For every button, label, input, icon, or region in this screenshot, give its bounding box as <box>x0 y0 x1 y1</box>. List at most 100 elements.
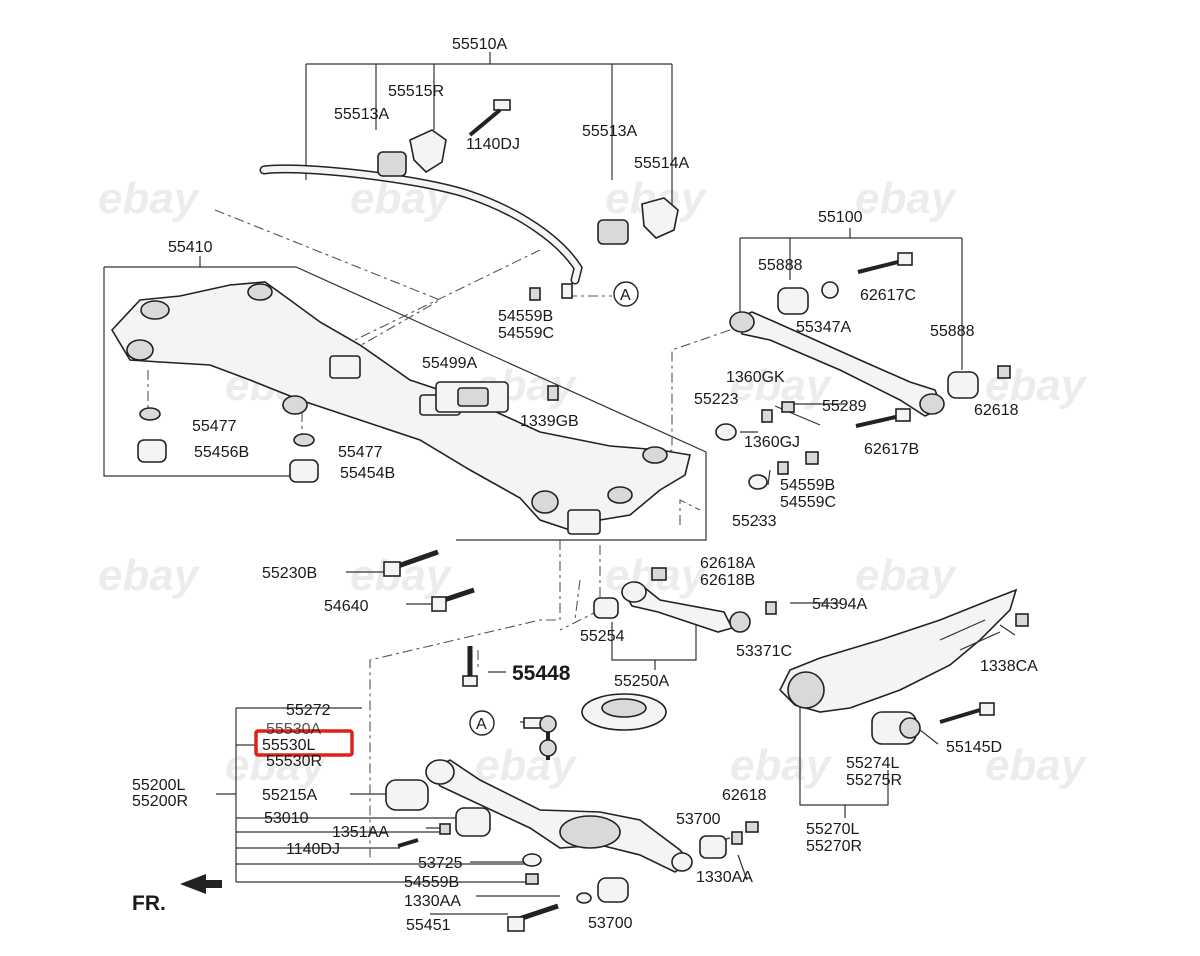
label-55510A: 55510A <box>452 36 507 53</box>
upper-arm-55100[interactable] <box>729 311 945 417</box>
bolt-55448[interactable] <box>462 646 478 687</box>
label-55454B: 55454B <box>340 465 395 482</box>
reference-marker-a-top: A <box>613 281 639 307</box>
label-54559B-mid: 54559B <box>780 477 835 494</box>
small-hardware-mid[interactable] <box>651 401 819 581</box>
label-1330AA-bottom: 1330AA <box>404 893 461 910</box>
label-55289: 55289 <box>822 398 867 415</box>
spring-pad-55272[interactable] <box>581 693 667 731</box>
label-55515R: 55515R <box>388 83 444 100</box>
label-53700-a: 53700 <box>676 811 721 828</box>
label-53010: 53010 <box>264 810 309 827</box>
watermark: ebay <box>98 174 201 223</box>
stabilizer-link-nut[interactable] <box>529 283 573 301</box>
label-55888-right: 55888 <box>930 323 975 340</box>
watermark: ebay <box>350 551 453 600</box>
bolt-54640[interactable] <box>431 587 475 612</box>
highlight-box <box>254 729 354 757</box>
stabilizer-bar[interactable] <box>259 164 583 285</box>
watermark: ebay <box>98 551 201 600</box>
label-55514A: 55514A <box>634 155 689 172</box>
label-55270L: 55270L <box>806 821 859 838</box>
label-55250A: 55250A <box>614 673 669 690</box>
label-55456B: 55456B <box>194 444 249 461</box>
bushings-55888[interactable] <box>777 281 979 399</box>
label-62617C: 62617C <box>860 287 916 304</box>
label-55254: 55254 <box>580 628 625 645</box>
label-1140DJ-bottom: 1140DJ <box>286 841 340 858</box>
label-55347A: 55347A <box>796 319 851 336</box>
watermark: ebay <box>855 551 958 600</box>
label-1360GK: 1360GK <box>726 369 785 386</box>
label-55223: 55223 <box>694 391 739 408</box>
label-55230B: 55230B <box>262 565 317 582</box>
label-55100: 55100 <box>818 209 863 226</box>
stabilizer-link-55530[interactable] <box>523 715 557 760</box>
part-labels: 55510A 55515R 55513A 1140DJ 55513A 55514… <box>132 36 1038 934</box>
label-53700-b: 53700 <box>588 915 633 932</box>
reference-marker-a-bottom: A <box>469 710 495 736</box>
bolt-1140DJ-bottom[interactable] <box>397 838 419 848</box>
bolt-55230B[interactable] <box>383 549 439 577</box>
bolts-62617[interactable] <box>855 252 1011 428</box>
label-55513A-right: 55513A <box>582 123 637 140</box>
label-1338CA: 1338CA <box>980 658 1038 675</box>
leader-lines <box>103 52 1016 915</box>
label-54559B-top: 54559B <box>498 308 553 325</box>
label-55275R: 55275R <box>846 772 902 789</box>
label-55272: 55272 <box>286 702 331 719</box>
label-55448: 55448 <box>512 662 571 685</box>
label-55888-top: 55888 <box>758 257 803 274</box>
label-53371C: 53371C <box>736 643 792 660</box>
watermark: ebay <box>475 741 578 790</box>
label-55200R: 55200R <box>132 793 188 810</box>
label-1339GB: 1339GB <box>520 413 579 430</box>
label-53725: 53725 <box>418 855 463 872</box>
trailing-arm-55270[interactable] <box>779 588 1029 713</box>
label-54640: 54640 <box>324 598 369 615</box>
label-55200L: 55200L <box>132 777 185 794</box>
label-62618-right: 62618 <box>974 402 1019 419</box>
watermark: ebay <box>855 174 958 223</box>
bushings-55456B-55477[interactable] <box>137 385 559 483</box>
watermark: ebay <box>730 741 833 790</box>
svg-text:A: A <box>620 287 631 304</box>
damper-55499A[interactable] <box>435 381 509 413</box>
watermark: ebay <box>985 741 1088 790</box>
label-62618-bottom: 62618 <box>722 787 767 804</box>
label-1360GJ: 1360GJ <box>744 434 800 451</box>
label-55530A: 55530A <box>266 721 321 738</box>
label-55270R: 55270R <box>806 838 862 855</box>
label-55530R: 55530R <box>266 753 322 770</box>
label-54559C-mid: 54559C <box>780 494 836 511</box>
label-62618A: 62618A <box>700 555 755 572</box>
bolt-55145D[interactable] <box>939 702 995 724</box>
lateral-link-55250A[interactable] <box>593 581 777 633</box>
label-55233: 55233 <box>732 513 777 530</box>
watermark: ebay <box>225 741 328 790</box>
label-55410: 55410 <box>168 239 213 256</box>
label-55477-a: 55477 <box>192 418 237 435</box>
bolt-1140DJ-top[interactable] <box>468 99 511 137</box>
crossmember-55410[interactable] <box>111 281 691 535</box>
bolt-55451[interactable] <box>507 903 559 932</box>
label-55513A-left: 55513A <box>334 106 389 123</box>
stabilizer-bushing-left[interactable] <box>377 129 447 177</box>
bushing-55274L[interactable] <box>871 711 921 745</box>
front-arrow-icon <box>180 874 222 894</box>
label-55499A: 55499A <box>422 355 477 372</box>
label-55451: 55451 <box>406 917 451 934</box>
label-1330AA-right: 1330AA <box>696 869 753 886</box>
label-55477-b: 55477 <box>338 444 383 461</box>
bushings-lower[interactable] <box>385 779 759 904</box>
svg-text:A: A <box>476 716 487 733</box>
label-55215A: 55215A <box>262 787 317 804</box>
label-1140DJ-top: 1140DJ <box>466 136 520 153</box>
label-54394A: 54394A <box>812 596 867 613</box>
lower-arm-55200[interactable] <box>425 759 693 873</box>
label-54559C-top: 54559C <box>498 325 554 342</box>
front-direction-label: FR. <box>132 892 166 915</box>
stabilizer-bushing-right[interactable] <box>597 197 679 245</box>
label-62617B: 62617B <box>864 441 919 458</box>
